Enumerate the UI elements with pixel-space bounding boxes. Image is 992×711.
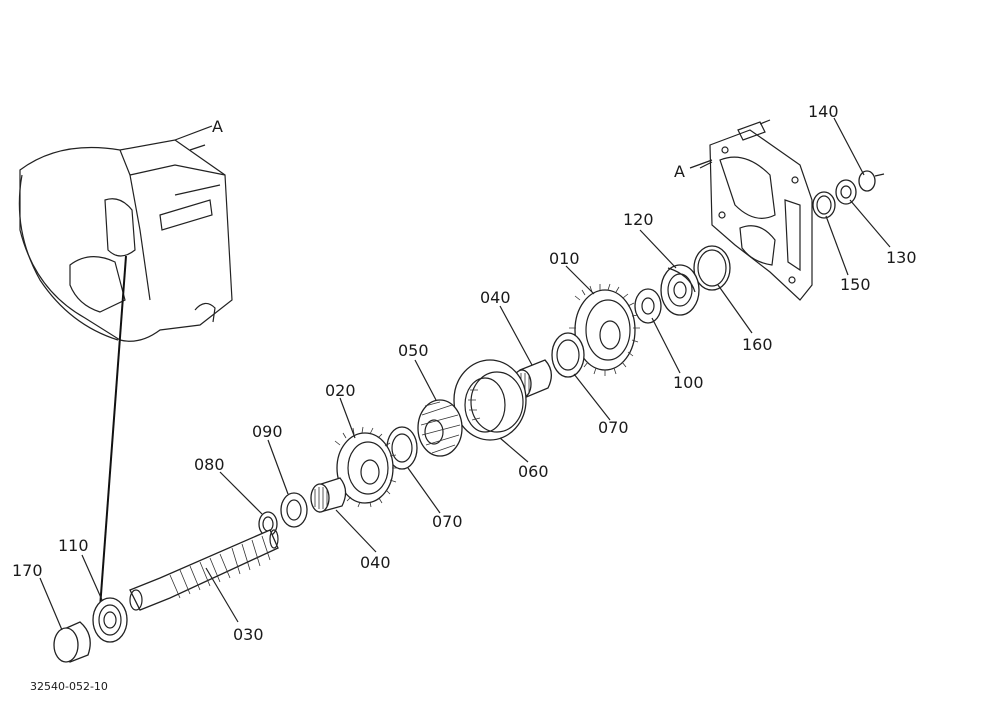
washer-090 bbox=[280, 492, 308, 528]
needle-bearing-040-lower bbox=[310, 477, 347, 513]
assembly-line bbox=[99, 255, 127, 609]
bearing-110 bbox=[92, 597, 128, 643]
label-030: 030 bbox=[233, 625, 264, 644]
label-090: 090 bbox=[252, 422, 283, 441]
washer-070-upper bbox=[551, 332, 585, 378]
shifter-hub-050 bbox=[417, 399, 463, 457]
label-040-upper: 040 bbox=[480, 288, 511, 307]
label-160: 160 bbox=[742, 335, 773, 354]
collar-100 bbox=[634, 288, 662, 324]
snap-ring-140 bbox=[858, 170, 876, 192]
washer-130 bbox=[835, 179, 857, 205]
label-070-lower: 070 bbox=[432, 512, 463, 531]
label-120: 120 bbox=[623, 210, 654, 229]
oring-160 bbox=[693, 245, 731, 291]
transmission-housing bbox=[18, 125, 233, 342]
part-labels: 140 130 150 160 120 100 010 040 070 050 … bbox=[12, 102, 917, 693]
label-170: 170 bbox=[12, 561, 43, 580]
cap-170 bbox=[53, 621, 91, 663]
drawing-number: 32540-052-10 bbox=[30, 680, 108, 693]
label-140: 140 bbox=[808, 102, 839, 121]
label-110: 110 bbox=[58, 536, 89, 555]
rear-cover-plate bbox=[699, 119, 813, 301]
coupler-060 bbox=[453, 359, 527, 441]
label-130: 130 bbox=[886, 248, 917, 267]
label-010: 010 bbox=[549, 249, 580, 268]
label-070-upper: 070 bbox=[598, 418, 629, 437]
label-020: 020 bbox=[325, 381, 356, 400]
label-ref-a-housing: A bbox=[212, 117, 223, 136]
gear-010 bbox=[569, 283, 640, 376]
label-100: 100 bbox=[673, 373, 704, 392]
label-060: 060 bbox=[518, 462, 549, 481]
leader-lines bbox=[39, 117, 891, 631]
label-050: 050 bbox=[398, 341, 429, 360]
label-080: 080 bbox=[194, 455, 225, 474]
gear-020 bbox=[334, 426, 398, 508]
label-ref-a-cover: A bbox=[674, 162, 685, 181]
shaft-030 bbox=[129, 529, 279, 611]
label-040-lower: 040 bbox=[360, 553, 391, 572]
label-150: 150 bbox=[840, 275, 871, 294]
bearing-120 bbox=[660, 264, 700, 316]
